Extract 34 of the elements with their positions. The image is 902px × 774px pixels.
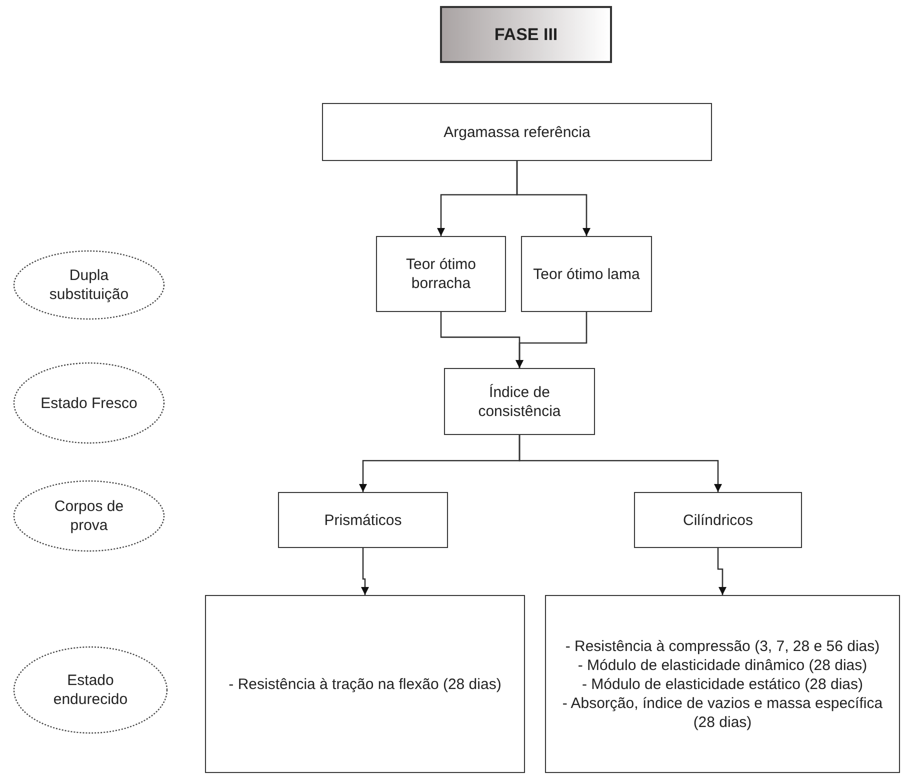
arrow <box>717 548 726 595</box>
process-box <box>545 595 900 773</box>
box-text: Prismáticos <box>324 510 402 530</box>
stage-ellipse <box>13 646 168 734</box>
box-text: Teor ótimo borracha <box>404 255 478 293</box>
process-box <box>634 492 802 548</box>
phase-title: FASE III <box>494 24 558 46</box>
stage-ellipse <box>13 250 165 320</box>
stage-ellipse <box>13 480 165 552</box>
phase-box <box>440 6 612 63</box>
box-text: - Resistência à tração na flexão (28 dias) <box>228 674 502 694</box>
stage-label: Corpos de prova <box>53 497 125 535</box>
stage-label: Estado endurecido <box>52 671 129 709</box>
box-text: - Módulo de elasticidade dinâmico (28 dias) <box>578 656 868 674</box>
arrow <box>516 161 590 236</box>
stage-ellipse <box>13 362 165 444</box>
process-box <box>278 492 448 548</box>
box-text: Cilíndricos <box>682 510 754 530</box>
stage-label: Dupla substituição <box>48 266 130 304</box>
process-box <box>205 595 525 773</box>
arrow <box>361 548 369 595</box>
box-text: - Módulo de elasticidade estático (28 dias) <box>582 674 863 694</box>
stage-label: Estado Fresco <box>40 394 138 412</box>
process-box <box>376 236 506 312</box>
box-text: - Resistência à compressão (3, 7, 28 e 56 dias) <box>565 636 880 656</box>
box-text: Índice de consistência <box>477 382 562 420</box>
arrow <box>516 312 588 368</box>
box-text: Argamassa referência <box>444 122 590 142</box>
arrow <box>518 435 722 492</box>
box-text: Teor ótimo lama <box>533 264 640 284</box>
process-box <box>521 236 652 312</box>
box-text: - Absorção, índice de vazios e massa específica (28 dias) <box>561 694 884 732</box>
process-box <box>322 103 712 161</box>
process-box <box>444 368 595 435</box>
